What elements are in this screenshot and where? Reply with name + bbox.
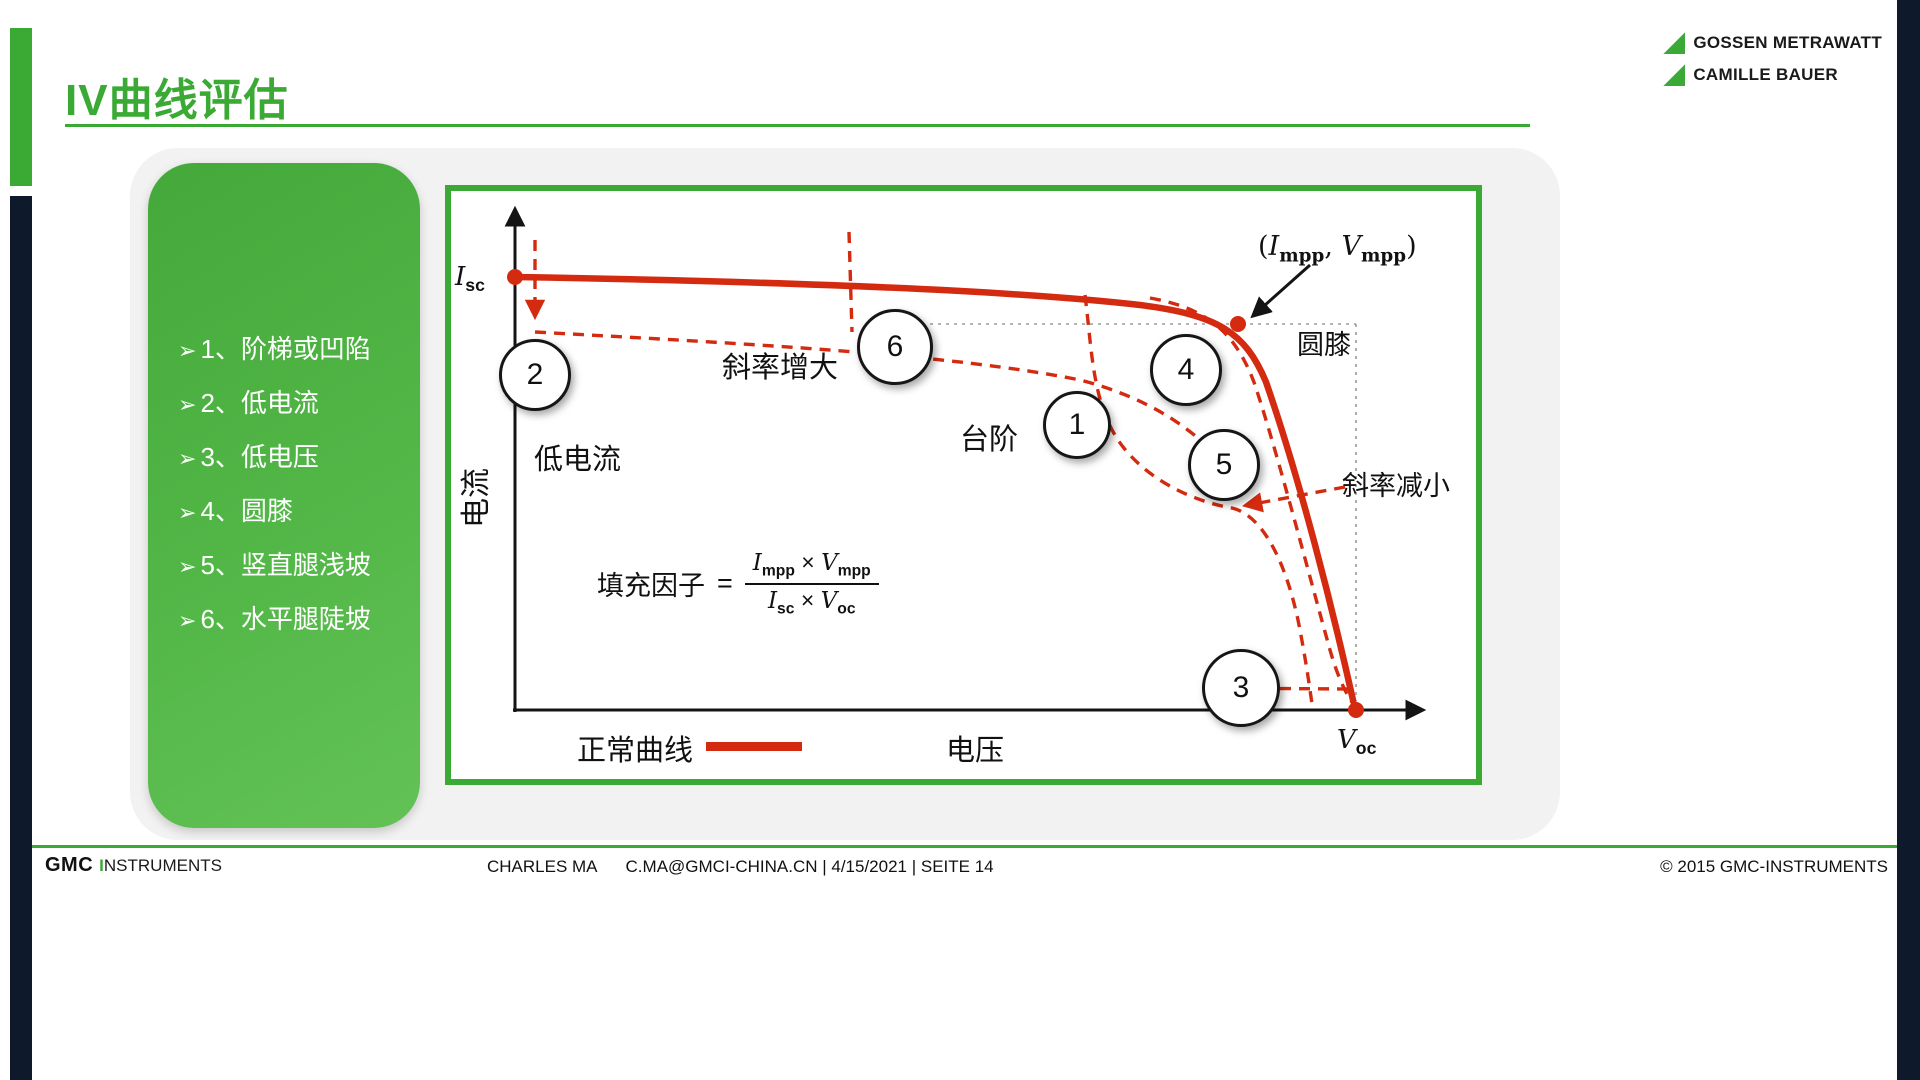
bullet-icon: ➢ — [178, 338, 197, 363]
list-item-label: 4、圆膝 — [200, 496, 293, 526]
list-item: ➢ 6、水平腿陡坡 — [178, 599, 420, 636]
round-knee-label: 圆膝 — [1297, 330, 1351, 360]
voc-label: Voc — [1337, 724, 1376, 759]
step-label: 台阶 — [960, 424, 1019, 456]
slope-increase-label: 斜率增大 — [722, 352, 839, 384]
voc-point — [1348, 702, 1364, 718]
list-item-label: 1、阶梯或凹陷 — [200, 334, 371, 364]
isc-point — [507, 269, 523, 285]
num-voltage-symbol: V — [821, 550, 838, 576]
mpp-label: (Impp, Vmpp) — [1258, 231, 1417, 266]
step-dashed-curve — [1083, 294, 1314, 705]
mpp-voltage-symbol: V — [1341, 231, 1362, 262]
isc-label: Isc — [455, 261, 485, 296]
brand-gossen-metrawatt: GOSSEN METRAWATT — [1663, 32, 1882, 54]
bullet-icon: ➢ — [178, 446, 197, 471]
footer-brand-instruments: NSTRUMENTS — [103, 856, 222, 875]
slope-decrease-label: 斜率减小 — [1342, 471, 1450, 501]
bullet-icon: ➢ — [178, 554, 197, 579]
mpp-current-subscript: mpp — [1279, 245, 1325, 267]
footer-copyright: © 2015 GMC-INSTRUMENTS — [1660, 857, 1888, 876]
num-times: × — [794, 549, 822, 575]
low-current-dashed-curve — [534, 330, 1230, 472]
defect-marker-4: 4 — [1150, 334, 1222, 406]
list-item-label: 2、低电流 — [200, 388, 319, 418]
legend-normal-curve-label: 正常曲线 — [577, 735, 694, 767]
bullet-icon: ➢ — [178, 608, 197, 633]
den-current-subscript: sc — [777, 600, 795, 618]
defect-marker-3: 3 — [1202, 649, 1280, 727]
defect-list-panel: ➢ 1、阶梯或凹陷 ➢ 2、低电流 ➢ 3、低电压 ➢ 4、圆膝 ➢ 5、竖直腿… — [148, 163, 420, 828]
bullet-icon: ➢ — [178, 500, 197, 525]
mpp-current-symbol: I — [1268, 231, 1280, 262]
slope-increase-dashed-line — [847, 231, 854, 333]
brand-triangle-icon — [1663, 64, 1686, 86]
den-current-symbol: I — [767, 587, 778, 614]
den-voltage-symbol: V — [820, 587, 838, 614]
brand-text-gossen: GOSSEN METRAWATT — [1693, 33, 1882, 52]
voc-subscript: oc — [1355, 738, 1377, 759]
defect-marker-5: 5 — [1188, 429, 1260, 501]
formula-equals: = — [717, 568, 733, 599]
defect-marker-1: 1 — [1043, 391, 1111, 459]
list-item: ➢ 4、圆膝 — [178, 491, 420, 528]
list-item: ➢ 2、低电流 — [178, 383, 420, 420]
num-voltage-subscript: mpp — [837, 562, 871, 580]
num-current-symbol: I — [752, 550, 762, 576]
brand-camille-bauer: CAMILLE BAUER — [1663, 64, 1882, 86]
footer-divider — [32, 845, 1897, 848]
formula-label: 填充因子 — [597, 571, 705, 602]
mpp-separator: , — [1324, 231, 1342, 262]
slope-decrease-arrow — [1241, 485, 1346, 513]
page-title: IV曲线评估 — [65, 76, 289, 125]
bullet-icon: ➢ — [178, 392, 197, 417]
right-navy-bar — [1897, 0, 1920, 1080]
y-axis-title: 电流 — [460, 468, 493, 528]
mpp-close-paren: ) — [1406, 231, 1417, 262]
list-item-label: 5、竖直腿浅坡 — [200, 550, 371, 580]
list-item: ➢ 3、低电压 — [178, 437, 420, 474]
footer-details: C.MA@GMCI-CHINA.CN | 4/15/2021 | SEITE 1… — [625, 857, 994, 876]
low-current-label: 低电流 — [534, 444, 622, 476]
formula-fraction: Impp × Vmpp Isc × Voc — [744, 549, 879, 619]
mpp-open-paren: ( — [1258, 231, 1269, 262]
mpp-point — [1230, 316, 1246, 332]
footer-brand: GMC I NSTRUMENTS — [45, 854, 222, 877]
defect-marker-2: 2 — [499, 339, 571, 411]
den-voltage-subscript: oc — [837, 600, 856, 618]
mpp-pointer-arrow — [1250, 263, 1311, 319]
isc-subscript: sc — [465, 275, 485, 296]
defect-marker-6: 6 — [857, 309, 933, 385]
den-times: × — [794, 586, 821, 613]
fill-factor-formula: 填充因子 = Impp × Vmpp Isc × Voc — [597, 549, 879, 618]
footer-center: CHARLES MA C.MA@GMCI-CHINA.CN | 4/15/202… — [487, 857, 994, 877]
num-current-subscript: mpp — [761, 562, 795, 580]
isc-symbol: I — [455, 262, 466, 292]
footer-brand-gmc: GMC — [45, 854, 94, 876]
list-item: ➢ 1、阶梯或凹陷 — [178, 329, 420, 366]
brand-logos: GOSSEN METRAWATT CAMILLE BAUER — [1663, 32, 1882, 86]
list-item: ➢ 5、竖直腿浅坡 — [178, 545, 420, 582]
round-knee-dashed-curve — [1149, 296, 1358, 710]
footer-brand-i: I — [99, 856, 104, 875]
list-item-label: 6、水平腿陡坡 — [200, 604, 371, 634]
normal-iv-curve — [511, 273, 1357, 704]
defect-list: ➢ 1、阶梯或凹陷 ➢ 2、低电流 ➢ 3、低电压 ➢ 4、圆膝 ➢ 5、竖直腿… — [178, 329, 420, 636]
iv-curve-plot — [504, 205, 1427, 721]
x-axis-title: 电压 — [946, 735, 1005, 767]
title-underline — [65, 124, 1530, 127]
left-navy-bar — [10, 196, 32, 1080]
formula-numerator: Impp × Vmpp — [744, 549, 879, 585]
list-item-label: 3、低电压 — [200, 442, 319, 472]
voc-symbol: V — [1337, 725, 1356, 755]
mpp-voltage-subscript: mpp — [1361, 245, 1407, 267]
iv-curve-chart-frame — [445, 185, 1482, 785]
formula-denominator: Isc × Voc — [768, 585, 856, 619]
brand-triangle-icon — [1663, 32, 1686, 54]
left-green-accent-bar — [10, 28, 32, 186]
brand-text-camille: CAMILLE BAUER — [1693, 65, 1838, 84]
footer-presenter: CHARLES MA — [487, 857, 598, 876]
legend-red-line-swatch — [706, 742, 802, 751]
